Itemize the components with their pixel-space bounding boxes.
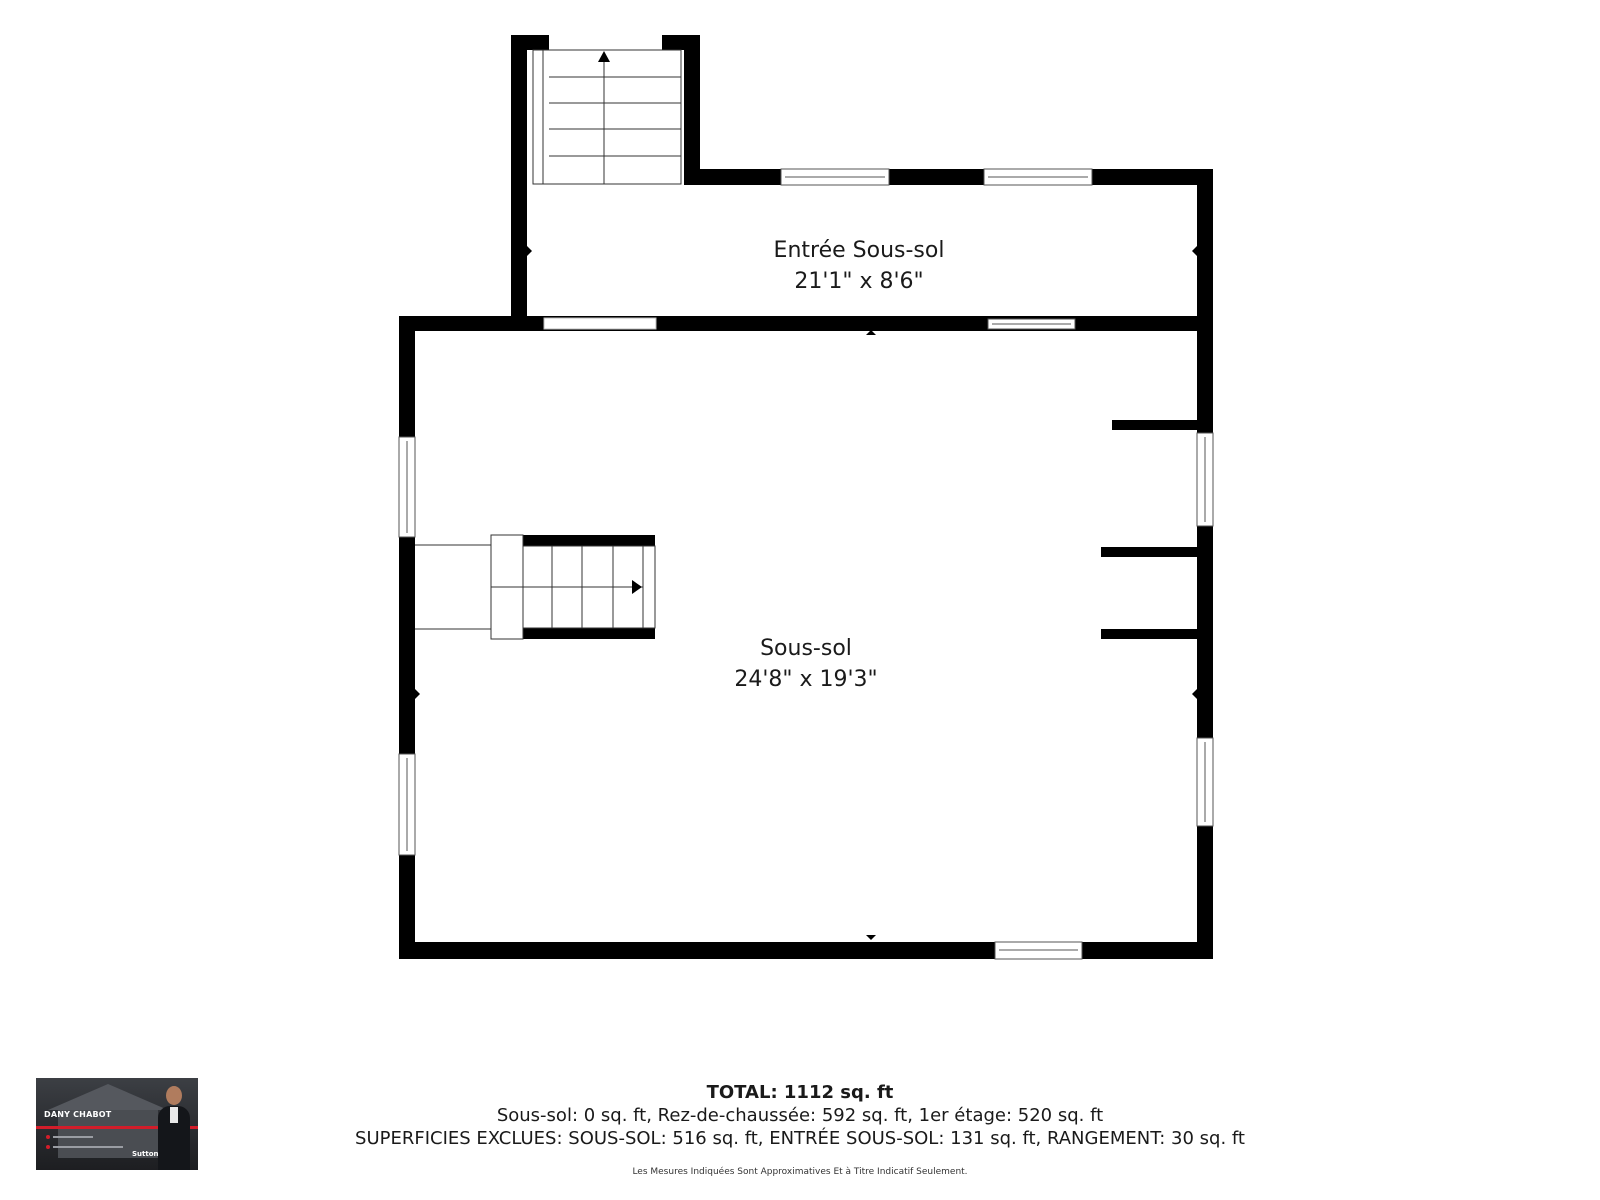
stair-direction-arrow [632, 580, 642, 594]
wall-main-left [399, 316, 415, 959]
wall-inner-stair-top [523, 535, 655, 546]
wall-stair-top-left [511, 35, 549, 50]
stair-up-arrow [598, 51, 610, 62]
wall-main-bottom [399, 942, 1213, 959]
house-roof-icon [48, 1084, 168, 1110]
floor-areas: Sous-sol: 0 sq. ft, Rez-de-chaussée: 592… [496, 1105, 1104, 1126]
wall-main-right [1197, 316, 1213, 959]
wall-stair-right [684, 35, 700, 185]
wall-inner-stair-bottom [523, 628, 655, 639]
contact-line [53, 1136, 93, 1138]
windows [398, 168, 1214, 960]
room-dimensions-entree: 21'1" x 8'6" [794, 269, 923, 294]
room-dimensions-sous-sol: 24'8" x 19'3" [734, 667, 877, 692]
exterior-stairs [532, 49, 682, 185]
total-area: TOTAL: 1112 sq. ft [706, 1082, 894, 1103]
contact-line [53, 1146, 123, 1148]
wall-closet-2 [1101, 547, 1197, 557]
agent-photo [158, 1086, 190, 1170]
dimension-markers [415, 246, 1197, 940]
wall-entree-right [1197, 169, 1213, 330]
agent-business-card: DANY CHABOT Sutton [36, 1078, 198, 1170]
agent-name: DANY CHABOT [44, 1110, 112, 1119]
interior-stairs [415, 534, 656, 640]
excluded-areas: SUPERFICIES EXCLUES: SOUS-SOL: 516 sq. f… [355, 1128, 1245, 1149]
disclaimer: Les Mesures Indiquées Sont Approximative… [632, 1167, 968, 1177]
phone-icon [46, 1145, 50, 1149]
card-accent-stripe [36, 1126, 198, 1129]
wall-entree-top [684, 169, 1213, 185]
brand-logo: Sutton [132, 1150, 159, 1158]
wall-partition [399, 316, 1213, 331]
doorway [543, 317, 657, 330]
email-icon [46, 1135, 50, 1139]
room-name-sous-sol: Sous-sol [760, 636, 852, 661]
wall-stair-left [511, 35, 527, 330]
wall-closet-1 [1112, 420, 1197, 430]
house-body-icon [58, 1110, 158, 1158]
wall-closet-3 [1101, 629, 1197, 639]
room-name-entree: Entrée Sous-sol [774, 238, 945, 263]
